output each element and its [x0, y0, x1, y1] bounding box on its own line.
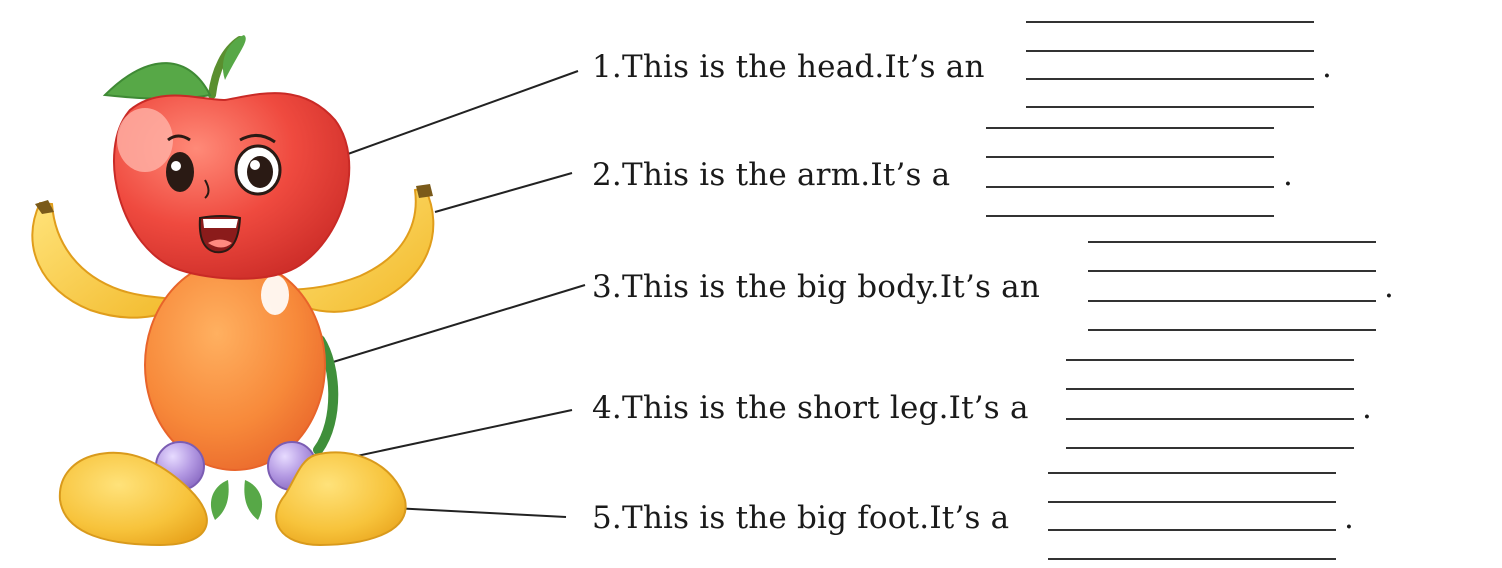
sentence-1: 1.This is the head.It’s an	[592, 49, 985, 85]
period-3: .	[1384, 269, 1394, 305]
writing-lines-2[interactable]	[986, 127, 1274, 219]
mango-body	[144, 259, 339, 471]
period-1: .	[1322, 49, 1332, 85]
pear-feet	[58, 451, 407, 547]
apple-head	[102, 35, 351, 280]
pointer-line-foot	[392, 507, 567, 518]
writing-lines-4[interactable]	[1066, 359, 1354, 451]
pointer-line-arm	[434, 172, 573, 213]
pointer-line-body	[296, 284, 586, 374]
sentence-4: 4.This is the short leg.It’s a	[592, 390, 1029, 426]
writing-lines-5[interactable]	[1048, 472, 1336, 562]
period-5: .	[1344, 500, 1354, 536]
period-4: .	[1362, 390, 1372, 426]
sentence-5: 5.This is the big foot.It’s a	[592, 500, 1010, 536]
period-2: .	[1283, 157, 1293, 193]
pointer-line-head	[322, 70, 579, 164]
writing-lines-1[interactable]	[1026, 21, 1314, 111]
sentence-2: 2.This is the arm.It’s a	[592, 157, 951, 193]
writing-lines-3[interactable]	[1088, 241, 1376, 333]
sentence-3: 3.This is the big body.It’s an	[592, 269, 1041, 305]
